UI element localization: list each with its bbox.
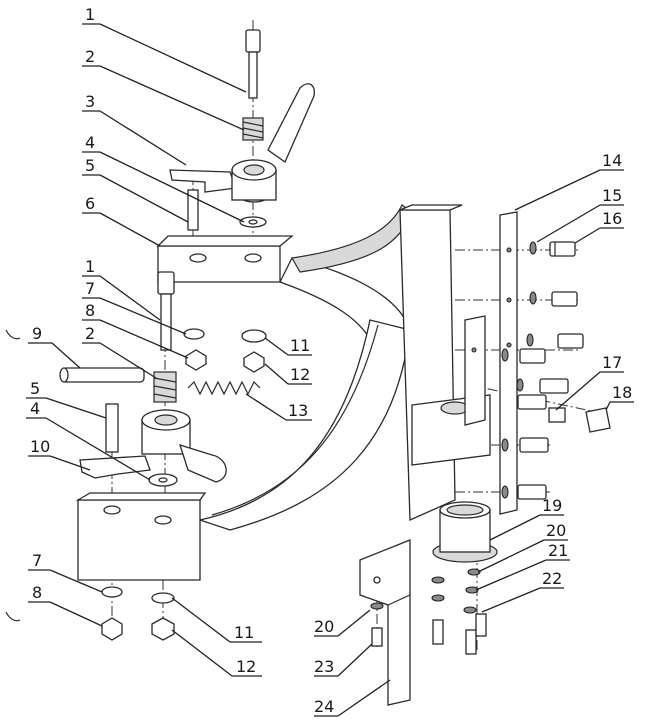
callout-18: 18 <box>612 383 632 402</box>
parts-17-18-blocks <box>548 407 611 433</box>
lower-left-hardware <box>101 586 175 641</box>
callout-17: 17 <box>602 353 622 372</box>
callout-13: 13 <box>288 401 308 420</box>
parts-20-23-hardware <box>370 568 487 655</box>
callout-24: 24 <box>314 697 334 716</box>
callout-9: 9 <box>32 324 42 343</box>
upper-clamp-group <box>169 29 315 231</box>
callout-14: 14 <box>602 151 622 170</box>
callout-4-upper: 4 <box>85 133 95 152</box>
callout-11-middle: 11 <box>290 336 310 355</box>
callout-12-lower: 12 <box>236 657 256 676</box>
callout-21: 21 <box>548 541 568 560</box>
callout-20-lower: 20 <box>314 617 334 636</box>
callout-19: 19 <box>542 496 562 515</box>
callout-2-middle: 2 <box>85 324 95 343</box>
callout-numbers: 1 2 3 4 5 6 1 7 8 9 2 5 4 10 11 12 13 14… <box>30 5 632 716</box>
callout-6: 6 <box>85 194 95 213</box>
callout-7-middle: 7 <box>85 279 95 298</box>
part-14-side-plate <box>464 211 518 515</box>
callout-5-upper: 5 <box>85 156 95 175</box>
callout-3: 3 <box>85 92 95 111</box>
callout-7-lower: 7 <box>32 551 42 570</box>
callout-2-upper: 2 <box>85 47 95 66</box>
callout-1-upper: 1 <box>85 5 95 24</box>
callout-5-lower: 5 <box>30 379 40 398</box>
callout-10: 10 <box>30 437 50 456</box>
callout-16: 16 <box>602 209 622 228</box>
callout-12-middle: 12 <box>290 365 310 384</box>
margin-marks <box>5 329 21 622</box>
lower-clamp-group <box>79 403 227 487</box>
callout-1-middle: 1 <box>85 257 95 276</box>
callout-leaders <box>26 23 634 717</box>
callout-20-right: 20 <box>546 521 566 540</box>
callout-8-middle: 8 <box>85 301 95 320</box>
callout-22: 22 <box>542 569 562 588</box>
callout-4-lower: 4 <box>30 399 40 418</box>
callout-8-lower: 8 <box>32 583 42 602</box>
middle-hardware-group <box>59 271 267 403</box>
callout-11-lower: 11 <box>234 623 254 642</box>
part-6-main-frame <box>75 204 491 581</box>
part-19-bushing <box>432 501 498 563</box>
callout-23: 23 <box>314 657 334 676</box>
part-24-bracket <box>359 539 411 706</box>
parts-15-16-bolts <box>501 241 584 500</box>
callout-15: 15 <box>602 186 622 205</box>
